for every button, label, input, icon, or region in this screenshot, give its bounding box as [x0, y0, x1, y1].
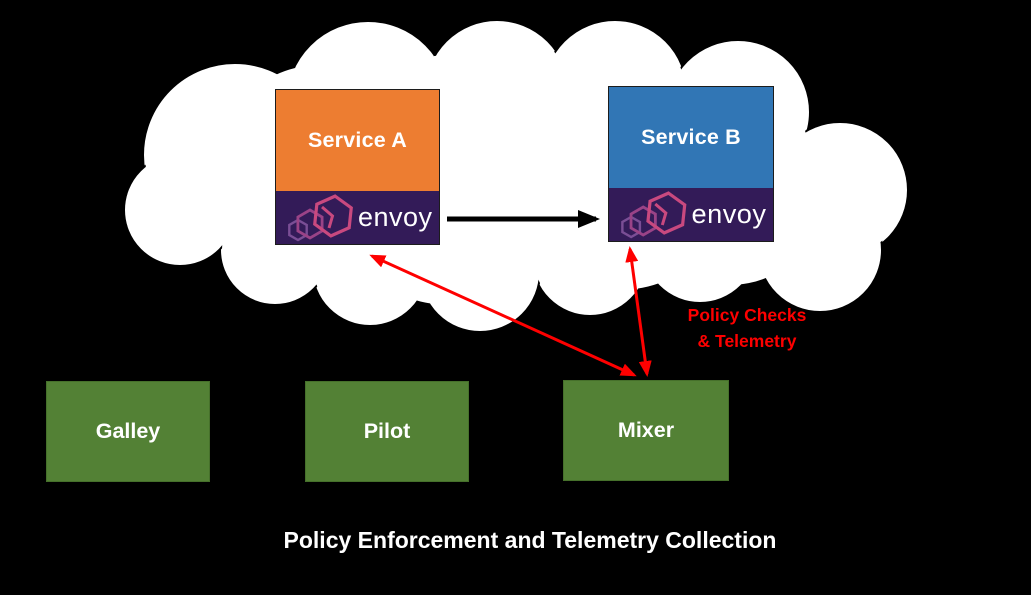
galley-label: Galley: [95, 419, 161, 443]
envoy-logo-icon: [288, 194, 353, 242]
caption: Policy Enforcement and Telemetry Collect…: [283, 527, 777, 553]
pilot-label: Pilot: [363, 419, 411, 443]
cloud-fill: [126, 22, 906, 330]
policy-checks-label: Policy Checks & Telemetry: [672, 302, 822, 354]
service-a-box: Service A: [276, 90, 439, 191]
mixer-box: Mixer: [563, 380, 729, 481]
mixer-envoy-a-arrow: [369, 254, 637, 377]
policy-checks-line2: & Telemetry: [697, 331, 797, 351]
envoy-b-wordmark: envoy: [692, 198, 767, 229]
policy-checks-line1: Policy Checks: [687, 305, 807, 325]
pilot-box: Pilot: [305, 381, 469, 482]
mixer-label: Mixer: [617, 418, 675, 442]
service-b-group: Service B envoy: [608, 86, 774, 242]
service-b-label: Service B: [641, 125, 741, 149]
service-a-label: Service A: [307, 128, 407, 152]
service-b-box: Service B: [609, 87, 773, 188]
envoy-a-wordmark: envoy: [358, 202, 433, 232]
envoy-logo-icon: [621, 191, 687, 239]
envoy-sidecar-b: envoy: [609, 188, 773, 241]
mixer-envoy-b-arrow: [625, 246, 652, 377]
service-a-group: Service A envoy: [275, 89, 440, 245]
envoy-sidecar-a: envoy: [276, 191, 439, 244]
galley-box: Galley: [46, 381, 210, 482]
